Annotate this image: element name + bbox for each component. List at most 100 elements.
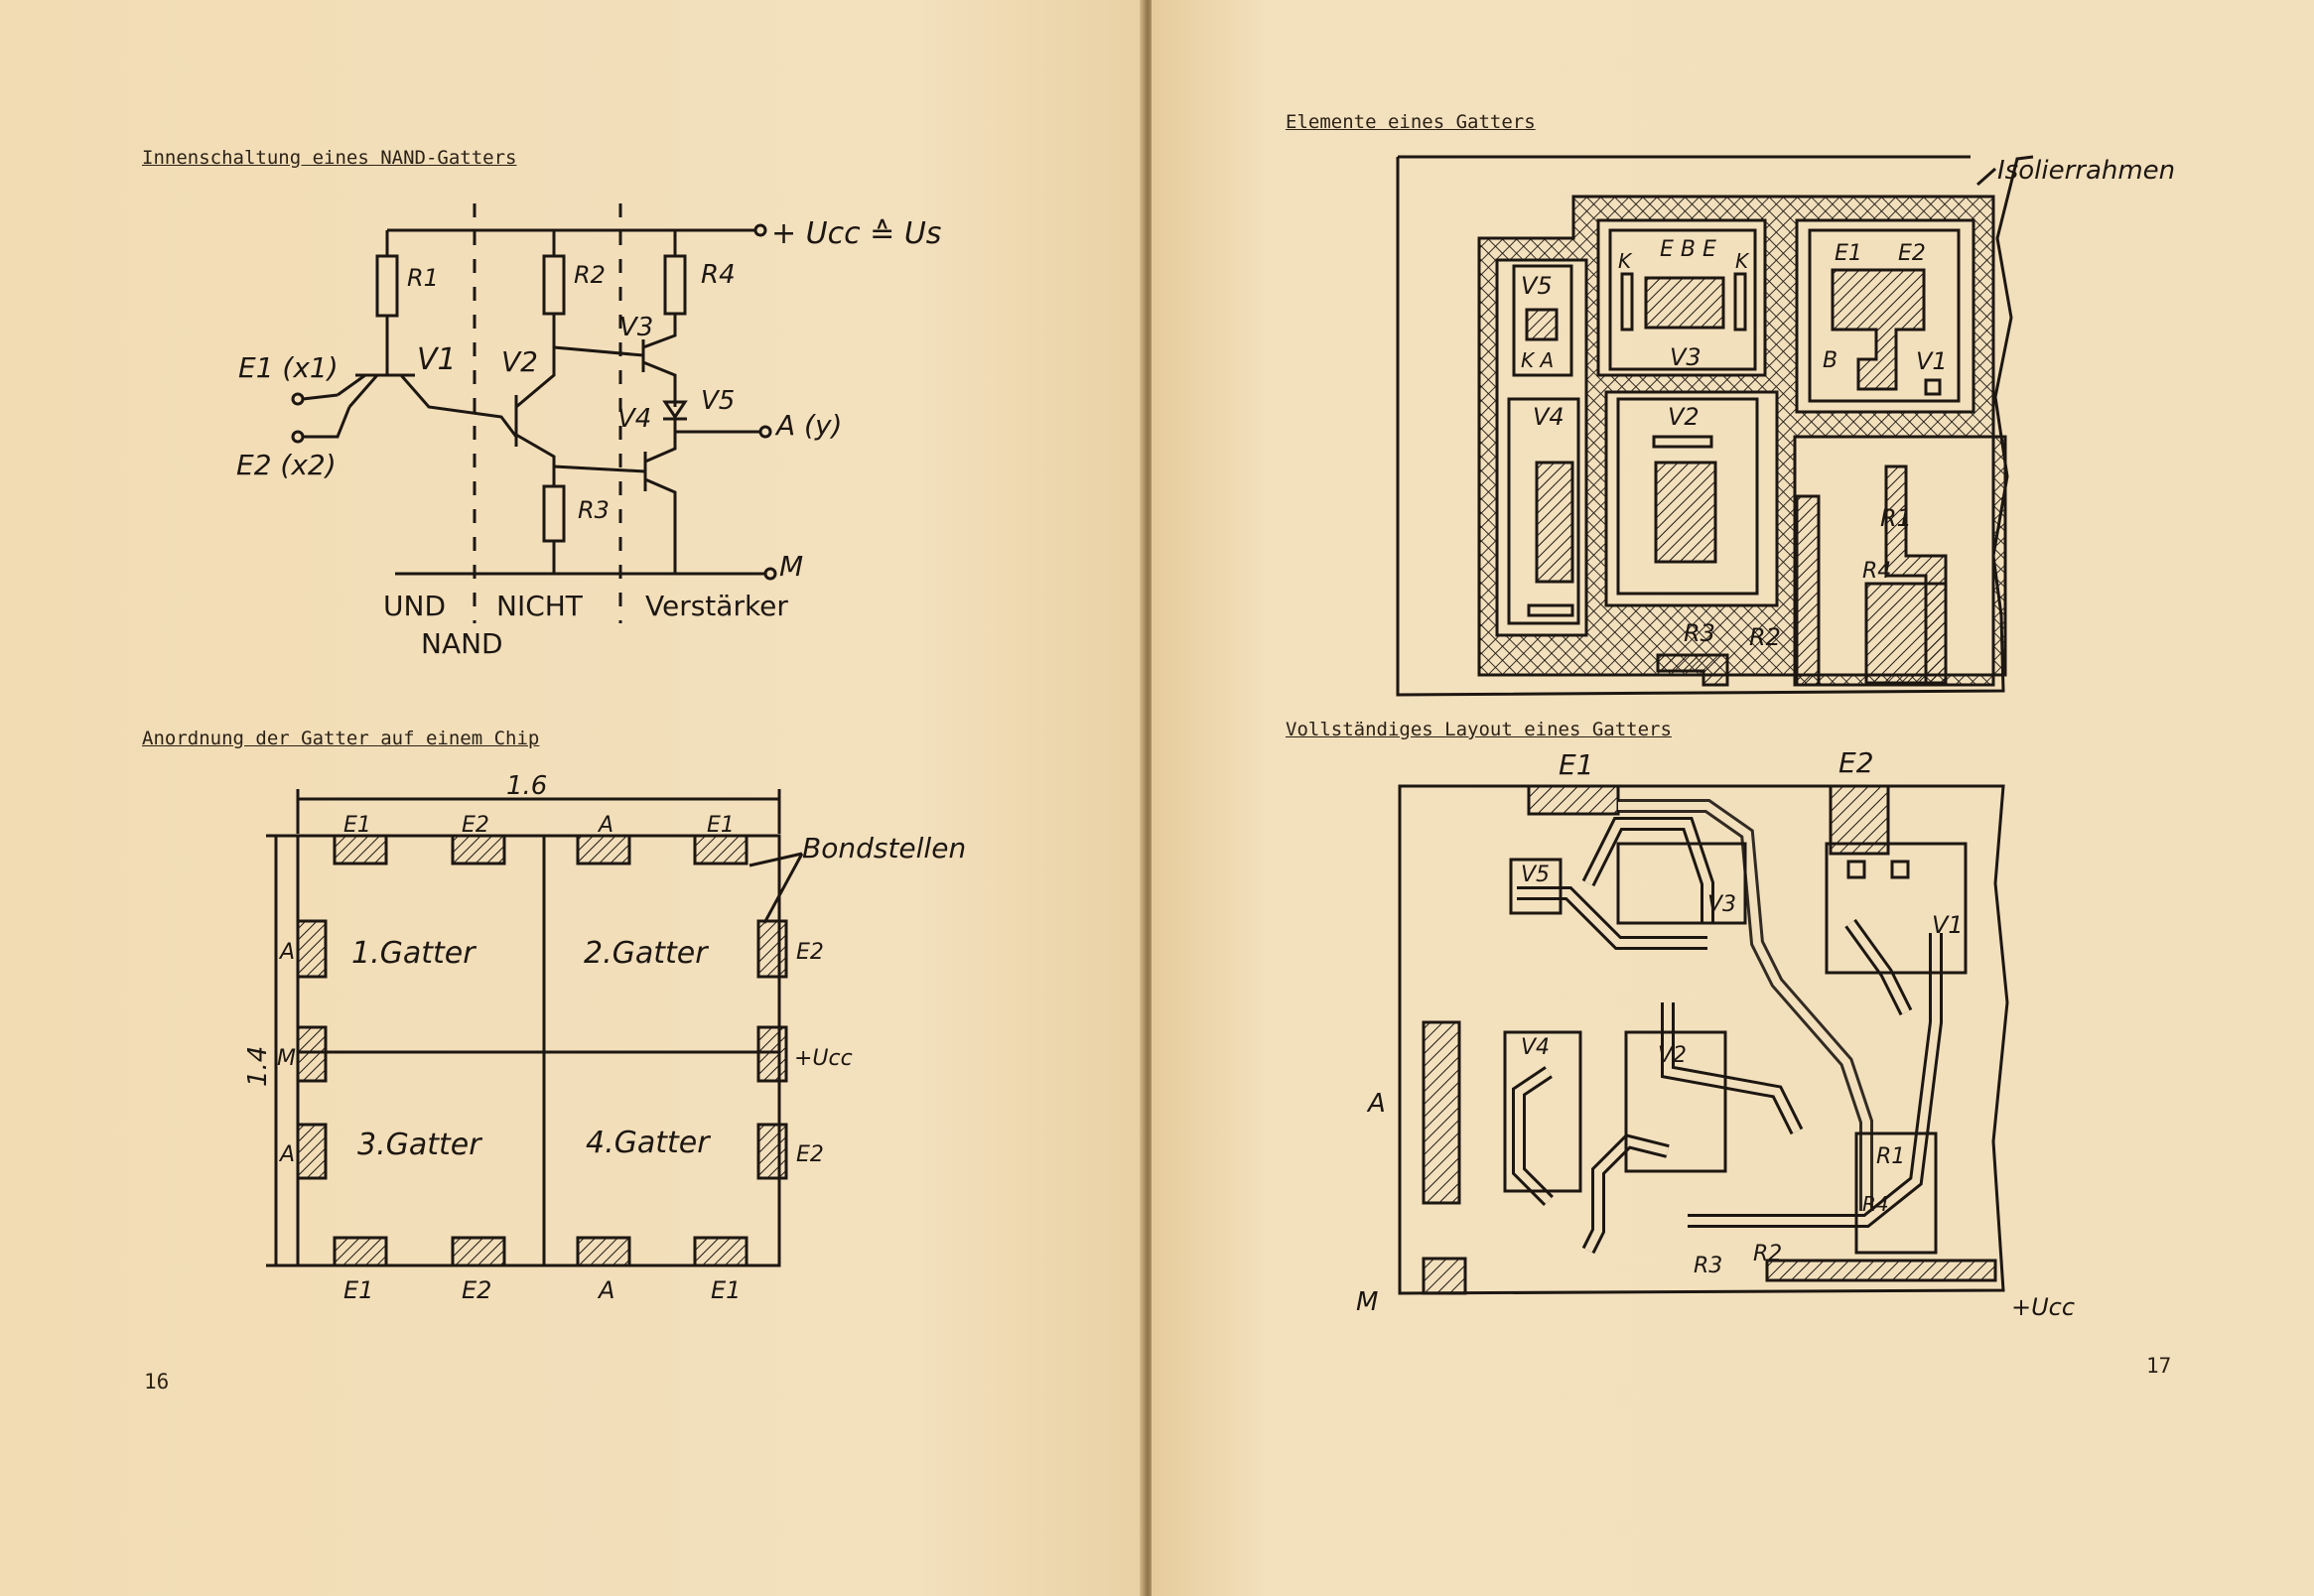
- gate-label: 4.Gatter: [586, 1126, 711, 1160]
- r3-label: R3: [578, 496, 610, 524]
- v1-label: V1: [1916, 347, 1948, 375]
- layout-r4-label: R4: [1862, 1192, 1889, 1216]
- layout-v1: [1825, 842, 1968, 975]
- layout-m-label: M: [1356, 1287, 1378, 1317]
- v4-element: [1507, 397, 1580, 625]
- left-pad-label: M: [277, 1046, 296, 1071]
- r2-label: R2: [1749, 623, 1781, 651]
- section-title-chip-arrangement: Anordnung der Gatter auf einem Chip: [142, 728, 540, 749]
- layout-ucc-label: +Ucc: [2011, 1293, 2075, 1321]
- e1-label: E1: [1835, 241, 1862, 266]
- layout-a-label: A: [1366, 1089, 1386, 1119]
- bond-pad: [296, 1025, 328, 1083]
- right-pad-label: E2: [796, 1142, 824, 1167]
- layout-v2-label: V2: [1658, 1043, 1687, 1068]
- section-title-full-layout: Vollständiges Layout eines Gatters: [1286, 719, 1672, 740]
- bond-pad: [756, 919, 788, 979]
- bond-pad: [451, 834, 506, 865]
- block-und-label: UND: [383, 590, 446, 622]
- r2-label: R2: [574, 261, 606, 289]
- gate-label: 3.Gatter: [357, 1128, 482, 1162]
- layout-r1-label: R1: [1876, 1144, 1905, 1169]
- layout-r2-label: R2: [1753, 1242, 1782, 1266]
- left-page: Innenschaltung eines NAND-Gatters + Ucc …: [0, 0, 1144, 1596]
- bond-pad: [756, 1025, 788, 1083]
- b-label: B: [1823, 348, 1838, 373]
- resistor-r1: [375, 254, 399, 318]
- chip-height-label: 1.4: [243, 1046, 273, 1087]
- k-label: K: [1735, 249, 1750, 273]
- ground-label: M: [779, 550, 803, 583]
- ka-label: K A: [1521, 348, 1554, 372]
- bond-pad: [333, 1236, 388, 1267]
- v3-label: V3: [619, 313, 653, 342]
- v3-label: V3: [1670, 343, 1701, 371]
- layout-v2: [1624, 1030, 1727, 1173]
- layout-r3-label: R3: [1694, 1254, 1722, 1278]
- chip-arrangement-diagram: 1.6 1.4 E1 E2 A E1 E1 E2 A E1 A M A E2: [243, 771, 966, 1304]
- ebe-label: E B E: [1660, 237, 1716, 262]
- layout-e1-label: E1: [1559, 748, 1594, 781]
- bottom-pad-label: E1: [343, 1276, 373, 1304]
- r3-label: R3: [1684, 619, 1715, 647]
- bottom-pad-label: E2: [462, 1276, 491, 1304]
- layout-v5: [1509, 858, 1563, 915]
- top-pad-label: E1: [707, 813, 735, 838]
- v5-label: V5: [701, 386, 735, 416]
- gate-elements-diagram: Isolierrahmen V5 K A E B E K K V3 E1 E2 …: [1396, 155, 2175, 697]
- r1-label: R1: [407, 264, 439, 292]
- bond-pad: [451, 1236, 506, 1267]
- left-pad-label: A: [278, 940, 295, 965]
- bond-pad: [296, 1123, 328, 1180]
- bondstellen-label: Bondstellen: [802, 832, 966, 864]
- supply-label: + Ucc ≙ Us: [771, 216, 941, 251]
- output-label: A (y): [774, 409, 842, 442]
- right-pad-label: E2: [796, 940, 824, 965]
- v1-element: [1808, 228, 1961, 403]
- page-number: 17: [2146, 1354, 2172, 1378]
- resistor-r3: [542, 484, 566, 543]
- full-layout-diagram: E1 E2 A M +Ucc V5 V3 V1: [1356, 746, 2075, 1321]
- e2-label: E2: [1898, 241, 1926, 266]
- block-nicht-label: NICHT: [496, 590, 584, 622]
- k-label: K: [1618, 249, 1633, 273]
- v1-label: V1: [417, 342, 457, 377]
- section-title-gate-elements: Elemente eines Gatters: [1286, 111, 1536, 133]
- e1-label: E1 (x1): [238, 351, 339, 384]
- block-verstaerker-label: Verstärker: [645, 590, 788, 622]
- gate-label: 2.Gatter: [584, 936, 709, 971]
- resistor-r2: [542, 254, 566, 316]
- page-number: 16: [144, 1370, 170, 1394]
- r4-label: R4: [1862, 559, 1891, 584]
- layout-v5-label: V5: [1521, 863, 1550, 887]
- r1-label: R1: [1880, 504, 1912, 532]
- bond-pad: [693, 834, 749, 865]
- section-title-nand-circuit: Innenschaltung eines NAND-Gatters: [142, 147, 517, 169]
- v5-element: [1512, 264, 1573, 377]
- v2-label: V2: [1668, 403, 1700, 431]
- bond-pad: [576, 1236, 631, 1267]
- right-page: Elemente eines Gatters Isolierrahmen V5 …: [1152, 0, 2314, 1596]
- bond-pad: [576, 834, 631, 865]
- v4-label: V4: [1533, 403, 1565, 431]
- e2-label: E2 (x2): [236, 449, 337, 481]
- layout-v1-label: V1: [1932, 911, 1964, 939]
- layout-e2-label: E2: [1838, 746, 1874, 779]
- layout-v3-label: V3: [1707, 892, 1736, 917]
- v3-element: [1608, 228, 1757, 371]
- bottom-pad-label: A: [597, 1276, 614, 1304]
- bottom-pad-label: E1: [711, 1276, 741, 1304]
- gate-label: 1.Gatter: [351, 936, 476, 971]
- v2-element: [1616, 397, 1759, 596]
- bond-pad: [333, 834, 388, 865]
- layout-v4: [1503, 1030, 1582, 1193]
- top-pad-label: E1: [343, 813, 371, 838]
- nand-circuit-diagram: + Ucc ≙ Us M R1 V1 E1 (x1) E2 (x2) R2 V2…: [236, 203, 941, 660]
- left-pad-label: A: [278, 1142, 295, 1167]
- bond-pad: [296, 919, 328, 979]
- bond-pad: [756, 1123, 788, 1180]
- top-pad-label: E2: [462, 813, 489, 838]
- layout-v4-label: V4: [1521, 1035, 1550, 1060]
- v5-label: V5: [1521, 272, 1553, 300]
- top-pad-label: A: [597, 813, 613, 838]
